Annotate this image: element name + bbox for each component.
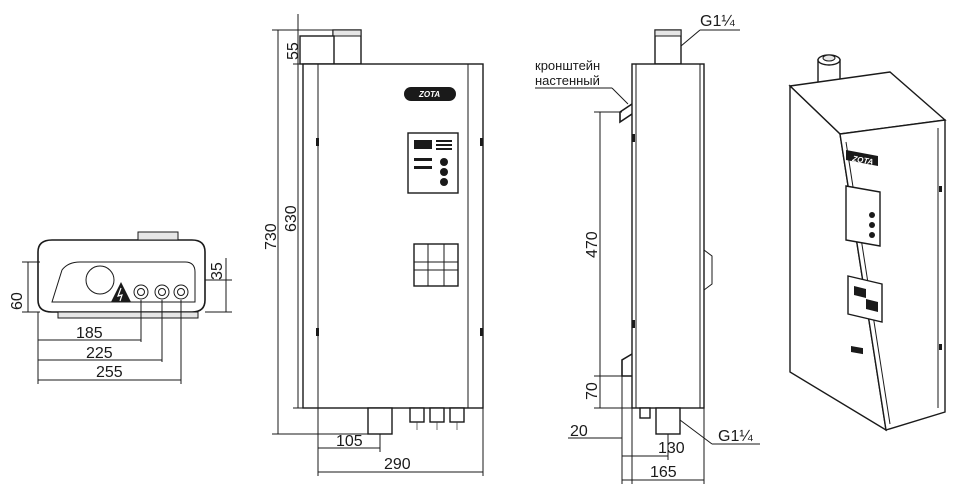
bottom-view-main-port [85,265,115,295]
dim-470-label: 470 [584,231,601,258]
front-brand-badge [404,87,456,101]
thread-bottom-label: G1¼ [718,428,753,445]
front-body [302,63,484,409]
lightning-icon [117,287,123,302]
dim-55-label: 55 [285,42,302,60]
isometric-view: ZOTA [788,54,947,432]
cable-gland-2-inner [158,288,166,296]
front-brand-label: ZOTA [418,90,440,99]
iso-control-panel [845,185,881,247]
front-bottom-pipe [367,407,393,435]
side-body [631,63,705,409]
dim-185-label: 185 [76,325,103,342]
bracket-label-line1: кронштейн [535,58,600,73]
bottom-view-bottom-pipe [57,311,199,319]
front-gland-3 [449,407,465,423]
dim-130-label: 130 [658,440,685,457]
side-lower-bracket [621,353,633,377]
bracket-label-line2: настенный [535,73,600,88]
front-gland-2 [429,407,445,423]
dim-60-label: 60 [9,292,26,310]
front-button-2 [440,168,448,176]
side-bottom-pipe [655,407,681,435]
cable-gland-1-inner [137,288,145,296]
warning-triangle-icon [111,282,131,302]
cable-gland-2 [154,284,170,300]
iso-display [851,346,863,355]
front-switch-block [413,243,459,287]
side-view: G1¼ кронштейн настенный 470 70 20 130 16… [535,13,760,484]
side-wall-bracket [619,103,633,124]
dim-225-label: 225 [86,345,113,362]
dim-630-label: 630 [283,205,300,232]
iso-brand-label: ZOTA [851,154,875,167]
iso-switch-block [847,275,883,323]
front-view: ZOTA 55 730 [263,14,484,476]
dim-70-label: 70 [584,382,601,400]
front-button-1 [440,158,448,166]
front-button-3 [440,178,448,186]
dim-255-label: 255 [96,364,123,381]
side-switch-protrusion [703,249,713,291]
bottom-view-top-pipe [137,231,179,241]
cable-gland-1 [133,284,149,300]
dim-105-label: 105 [336,433,363,450]
dim-290-label: 290 [384,456,411,473]
front-gland-1 [409,407,425,423]
cable-gland-3 [173,284,189,300]
bottom-view-inner-panel [51,261,196,303]
front-display [414,140,432,149]
thread-top-label: G1¼ [700,13,735,30]
dim-165-label: 165 [650,464,677,481]
bottom-view: 60 35 185 225 255 [9,231,232,384]
dim-730-label: 730 [263,223,280,250]
dim-35-label: 35 [209,262,226,280]
cable-gland-3-inner [177,288,185,296]
iso-brand-badge [846,150,878,166]
front-top-cap [299,35,335,65]
bottom-view-body [37,239,206,313]
dim-20-label: 20 [570,423,588,440]
